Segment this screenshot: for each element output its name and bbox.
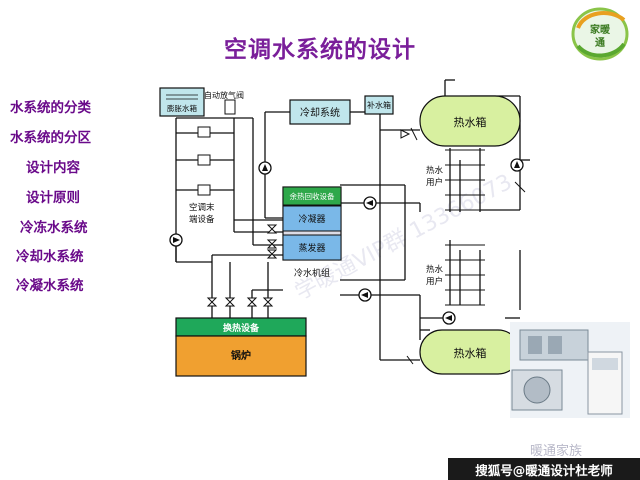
hot-user-bottom-1: 热水 bbox=[426, 264, 444, 275]
chiller-label: 冷水机组 bbox=[294, 267, 330, 279]
check-valve-icon bbox=[400, 129, 411, 139]
hot-user-grid-bottom bbox=[445, 244, 485, 306]
bottom-watermark: 暖通家族 bbox=[530, 444, 583, 459]
hot-user-top-2: 用户 bbox=[426, 177, 443, 188]
cooling-system-label: 冷却系统 bbox=[300, 106, 340, 119]
hot-water-tank-top bbox=[419, 95, 521, 147]
terminal-unit bbox=[197, 184, 211, 196]
heat-recovery-box bbox=[282, 186, 342, 206]
expansion-tank-label: 膨胀水箱 bbox=[167, 103, 197, 113]
hot-water-tank-top-label: 热水箱 bbox=[454, 115, 487, 129]
menu-item-cooling-water[interactable]: 冷却水系统 bbox=[16, 249, 84, 265]
valve-icon bbox=[266, 239, 278, 249]
pump-icon bbox=[442, 311, 456, 325]
check-valve-icon bbox=[406, 355, 414, 365]
hot-water-tank-bottom-label: 热水箱 bbox=[454, 346, 487, 360]
hot-user-bottom-2: 用户 bbox=[426, 276, 443, 287]
check-valve-icon bbox=[410, 127, 418, 141]
terminal-label-1: 空调末 bbox=[189, 202, 215, 213]
pipe-network bbox=[175, 79, 530, 361]
logo-leaf-icon: 家暖 通 bbox=[571, 7, 629, 61]
hot-user-grid-top bbox=[445, 149, 485, 211]
expansion-tank: 膨胀水箱 bbox=[159, 87, 205, 117]
check-valve-icon bbox=[514, 181, 526, 193]
heat-recovery-label: 余热回收设备 bbox=[290, 191, 335, 201]
valve-icon bbox=[246, 297, 258, 307]
menu-item-zoning[interactable]: 水系统的分区 bbox=[10, 130, 91, 146]
terminal-unit bbox=[197, 126, 211, 138]
auto-vent-valve bbox=[224, 99, 236, 115]
boiler-box bbox=[175, 335, 307, 377]
boiler-label: 锅炉 bbox=[231, 349, 251, 362]
cooling-system-box bbox=[289, 99, 351, 125]
auto-vent-label: 自动放气阀 bbox=[204, 90, 244, 100]
logo-text-1: 家暖 bbox=[590, 23, 611, 36]
makeup-tank-label: 补水箱 bbox=[367, 100, 391, 110]
menu-item-principles[interactable]: 设计原则 bbox=[26, 190, 80, 206]
pump-icon bbox=[169, 233, 183, 247]
logo-text-2: 通 bbox=[595, 37, 605, 49]
footer-source: 搜狐号@暖通设计杜老师 bbox=[448, 458, 640, 480]
menu-item-condensate[interactable]: 冷凝水系统 bbox=[16, 278, 84, 294]
makeup-tank bbox=[364, 95, 394, 115]
hot-user-top-1: 热水 bbox=[426, 165, 444, 176]
pump-icon bbox=[258, 161, 272, 175]
chiller-photo-icon bbox=[510, 322, 630, 418]
pump-icon bbox=[510, 158, 524, 172]
heat-exchanger-label: 换热设备 bbox=[223, 322, 260, 334]
valve-icon bbox=[266, 224, 278, 234]
pump-icon bbox=[358, 288, 372, 302]
valve-icon bbox=[262, 297, 274, 307]
evaporator-box bbox=[282, 234, 342, 261]
page-title: 空调水系统的设计 bbox=[224, 37, 416, 63]
menu-item-content[interactable]: 设计内容 bbox=[26, 160, 80, 176]
menu-item-classification[interactable]: 水系统的分类 bbox=[10, 100, 91, 116]
valve-icon bbox=[266, 249, 278, 259]
menu-item-chilled-water[interactable]: 冷冻水系统 bbox=[20, 220, 88, 236]
terminal-unit bbox=[197, 154, 211, 166]
terminal-label-2: 端设备 bbox=[189, 214, 215, 225]
condenser-label: 冷凝器 bbox=[298, 213, 325, 225]
valve-icon bbox=[206, 297, 218, 307]
pump-icon bbox=[363, 196, 377, 210]
valve-icon bbox=[224, 297, 236, 307]
evaporator-label: 蒸发器 bbox=[298, 242, 325, 254]
condenser-box bbox=[282, 205, 342, 232]
